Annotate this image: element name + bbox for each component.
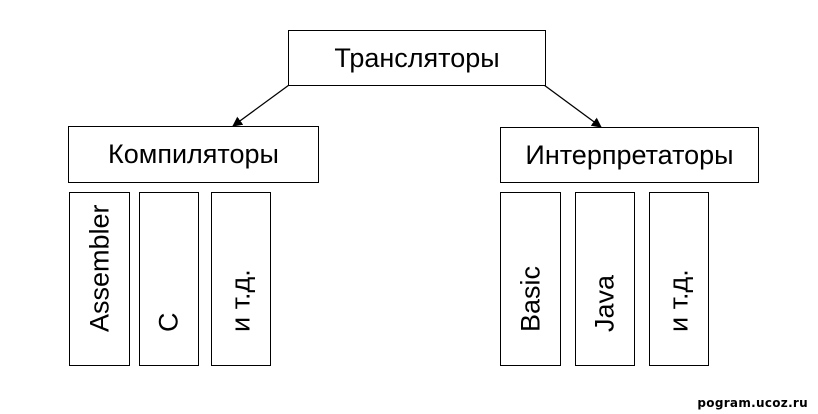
leaf-node-label: и т.д. bbox=[225, 269, 256, 332]
leaf-node-label: Java bbox=[589, 274, 620, 332]
leaf-node-etc-interpreters: и т.д. bbox=[649, 192, 709, 366]
leaf-node-label: Assembler bbox=[84, 204, 114, 332]
leaf-node-java: Java bbox=[575, 192, 635, 366]
leaf-node-label: C bbox=[153, 312, 184, 333]
root-node-label: Трансляторы bbox=[334, 42, 500, 73]
leaf-node-basic: Basic bbox=[500, 192, 561, 366]
branch-node-label: Интерпретаторы bbox=[525, 139, 734, 170]
leaf-node-assembler: Assembler bbox=[69, 192, 130, 366]
branch-node-compilers: Компиляторы bbox=[68, 126, 319, 183]
leaf-node-etc-compilers: и т.д. bbox=[211, 192, 271, 366]
arrow-to-interpreters bbox=[543, 84, 602, 128]
leaf-node-label: и т.д. bbox=[663, 269, 694, 332]
branch-node-label: Компиляторы bbox=[108, 139, 279, 169]
arrow-to-compilers bbox=[232, 84, 290, 127]
leaf-node-c: C bbox=[139, 192, 199, 366]
branch-node-interpreters: Интерпретаторы bbox=[500, 127, 759, 183]
watermark-text: pogram.ucoz.ru bbox=[697, 396, 808, 410]
leaf-node-label: Basic bbox=[515, 265, 545, 332]
root-node-translators: Трансляторы bbox=[288, 30, 546, 86]
